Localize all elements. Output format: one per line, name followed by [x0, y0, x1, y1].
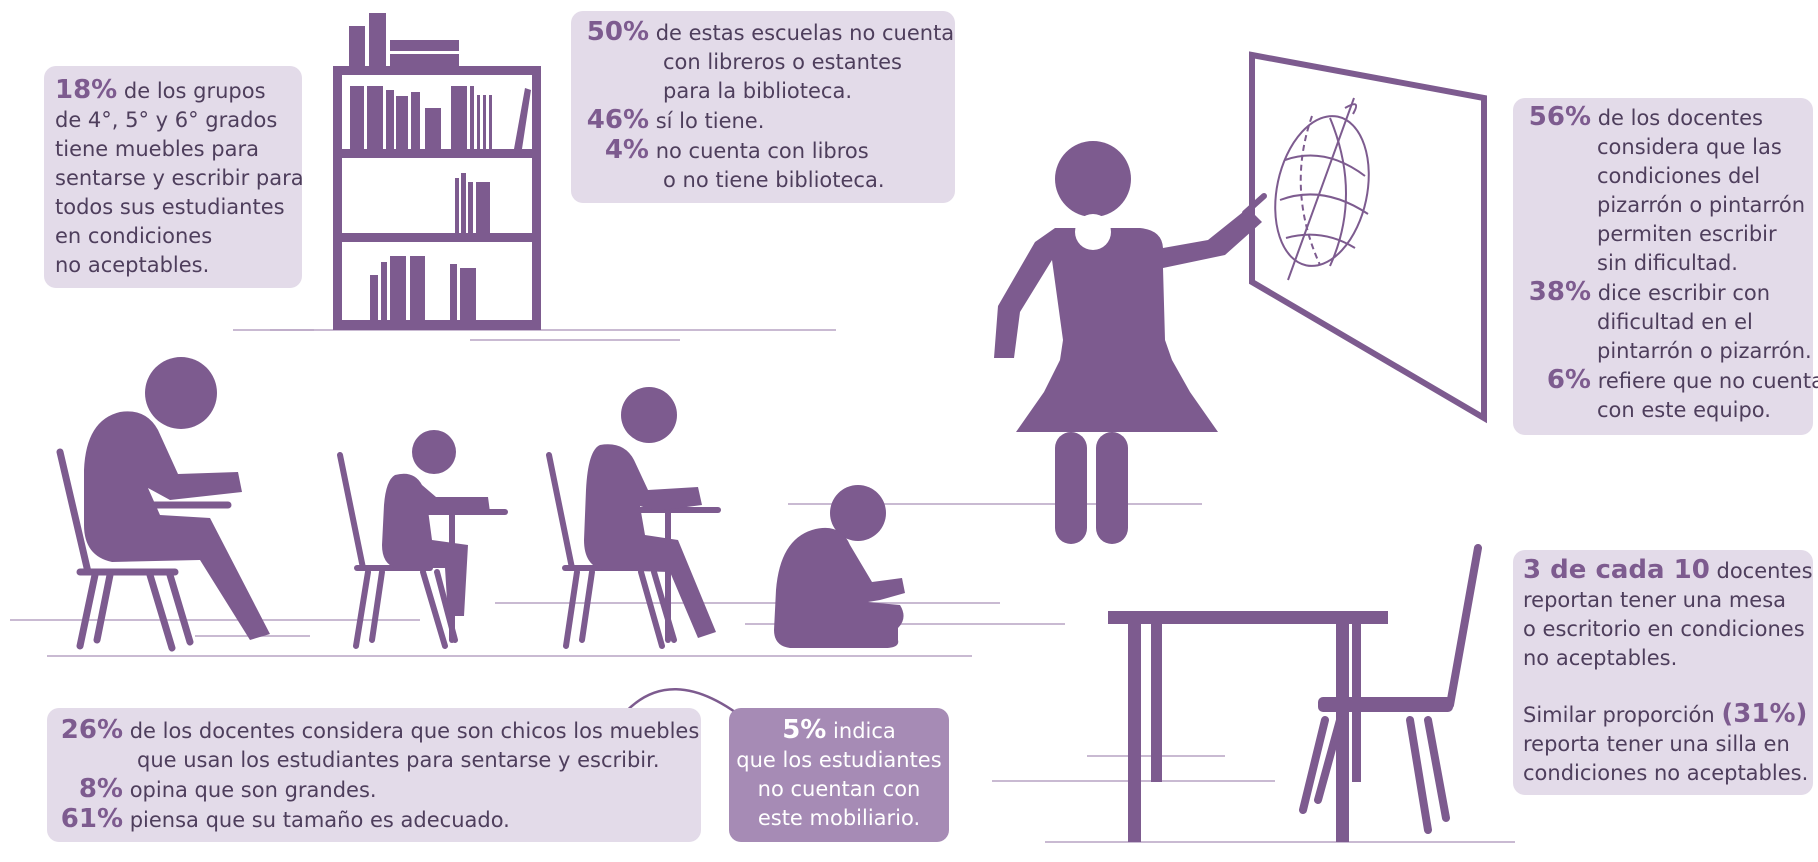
stat-text: no aceptables. [55, 253, 210, 277]
stat-text: todos sus estudiantes [55, 195, 285, 219]
stat-percent: 61% [60, 804, 123, 834]
stat-text: con este equipo. [1597, 398, 1771, 422]
stat-text: de los docentes [1597, 106, 1763, 130]
stat-text: condiciones del [1597, 164, 1761, 188]
stat-highlight: (31%) [1721, 699, 1808, 729]
stat-text: opina que son grandes. [129, 778, 377, 802]
student-icon [337, 430, 508, 649]
stat-text: o no tiene biblioteca. [663, 168, 885, 192]
teacher-icon [994, 141, 1267, 544]
stat-percent: 8% [78, 774, 123, 804]
stat-text: pizarrón o pintarrón [1597, 193, 1806, 217]
stat-text: condiciones no aceptables. [1523, 761, 1809, 785]
stat-percent: 38% [1528, 277, 1591, 307]
stat-percent: 56% [1528, 102, 1591, 132]
stat-text: que los estudiantes [736, 748, 942, 772]
stat-text: considera que las [1597, 135, 1782, 159]
stat-text: docentes [1716, 559, 1813, 583]
stat-text: para la biblioteca. [663, 79, 853, 103]
student-icon [774, 485, 905, 648]
stat-percent: 4% [604, 135, 649, 165]
stat-text: no cuentan con [757, 777, 921, 801]
stat-text: permiten escribir [1597, 222, 1777, 246]
stat-text: pintarrón o pizarrón. [1597, 339, 1812, 363]
stat-text: de estas escuelas no cuenta [655, 21, 955, 45]
desk-icon [1108, 611, 1388, 842]
stat-text: dice escribir con [1597, 281, 1771, 305]
stat-percent: 50% [586, 17, 649, 47]
stat-text: no cuenta con libros [655, 139, 869, 163]
stat-text: reportan tener una mesa [1523, 588, 1787, 612]
stat-text: sin dificultad. [1597, 251, 1738, 275]
stat-text: en condiciones [55, 224, 213, 248]
teacher-furniture-stat-box: 3 de cada 10 docentes reportan tener una… [1513, 550, 1813, 795]
stat-text: que usan los estudiantes para sentarse y… [137, 748, 660, 772]
whiteboard-stat-box: 56% de los docentes considera que las co… [1513, 98, 1818, 435]
stat-text: sentarse y escribir para [55, 166, 304, 190]
stat-text: de los grupos [123, 79, 266, 103]
stat-text: de los docentes considera que son chicos… [129, 719, 700, 743]
stat-text: no aceptables. [1523, 646, 1678, 670]
stat-text: reporta tener una silla en [1523, 732, 1790, 756]
stat-text: sí lo tiene. [655, 109, 765, 133]
bookshelf-icon [333, 13, 541, 330]
stat-text: con libreros o estantes [663, 50, 902, 74]
stat-percent: 26% [60, 715, 123, 745]
student-furniture-size-box: 26% de los docentes considera que son ch… [47, 708, 701, 842]
whiteboard-icon [1249, 51, 1487, 424]
stat-highlight: 3 de cada 10 [1523, 555, 1710, 585]
stat-text: Similar proporción [1523, 703, 1715, 727]
stat-percent: 6% [1546, 365, 1591, 395]
library-stat-box: 50% de estas escuelas no cuenta con libr… [571, 11, 955, 203]
student-icon [546, 387, 721, 649]
stat-text: o escritorio en condiciones [1523, 617, 1805, 641]
student-icon [56, 357, 270, 652]
stat-percent: 5% [782, 715, 827, 745]
stat-text: piensa que su tamaño es adecuado. [129, 808, 510, 832]
stat-text: indica [833, 719, 896, 743]
stat-text: tiene muebles para [55, 137, 259, 161]
chair-icon [1299, 544, 1482, 834]
furniture-stat-box: 18% de los grupos de 4°, 5° y 6° grados … [44, 66, 304, 288]
stat-text: refiere que no cuenta [1597, 369, 1818, 393]
no-furniture-stat-box: 5% indica que los estudiantes no cuentan… [729, 708, 949, 842]
stat-text: este mobiliario. [757, 806, 921, 830]
stat-text: dificultad en el [1597, 310, 1753, 334]
stat-text: de 4°, 5° y 6° grados [55, 108, 278, 132]
stat-percent: 46% [586, 105, 649, 135]
stat-percent: 18% [55, 75, 118, 105]
